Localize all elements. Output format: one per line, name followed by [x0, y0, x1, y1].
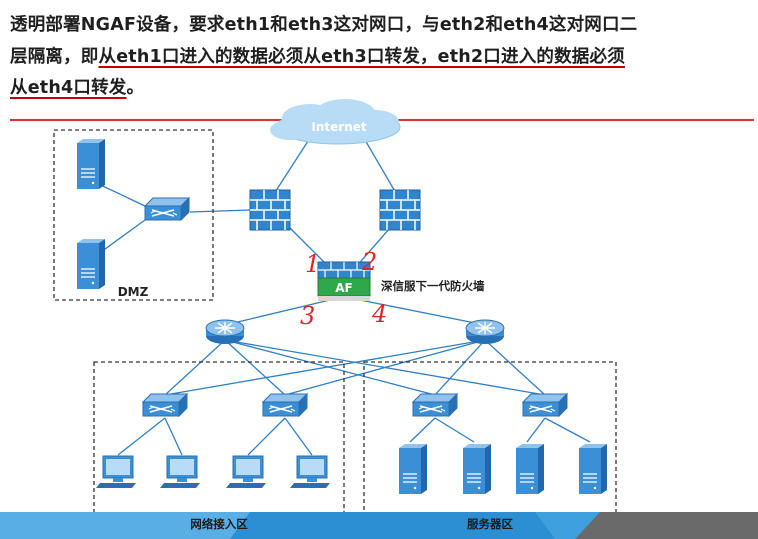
firewall-right-icon: [379, 189, 421, 231]
port-mark-3: 3: [300, 302, 315, 330]
internet-cloud-icon: Internet: [270, 99, 401, 145]
title-line-3-suffix: 。: [126, 78, 145, 98]
port-marks: 1 2 3 4: [300, 248, 387, 330]
af-label: AF: [335, 281, 352, 295]
server-zone-label: 服务器区: [467, 517, 513, 531]
internet-label: Internet: [311, 120, 366, 134]
af-firewall-device: AF: [317, 261, 371, 301]
pc-3-icon: [225, 455, 267, 489]
server-1-icon: [398, 443, 428, 495]
port-mark-1: 1: [305, 250, 320, 278]
server-3-icon: [515, 443, 545, 495]
access-switch-1-icon: [142, 393, 188, 417]
pc-1-icon: [95, 455, 137, 489]
access-switch-2-icon: [262, 393, 308, 417]
slide-title: 透明部署NGAF设备，要求eth1和eth3这对网口，与eth2和eth4这对网…: [10, 10, 755, 105]
dmz-server-bottom-icon: [76, 238, 106, 290]
firewall-left-icon: [249, 189, 291, 231]
core-router-right-icon: [465, 319, 505, 345]
title-line-2-prefix: 层隔离，即: [10, 46, 99, 67]
dmz-switch-icon: [144, 197, 190, 221]
pc-4-icon: [289, 455, 331, 489]
dmz-zone: [53, 129, 214, 301]
title-line-3-underlined: 从eth4口转发: [10, 78, 127, 98]
title-line-1: 透明部署NGAF设备，要求eth1和eth3这对网口，与eth2和eth4这对网…: [10, 15, 638, 35]
title-line-2-underlined: 从eth1口进入的数据必须从eth3口转发，eth2口进入的数据必须: [98, 46, 625, 67]
port-mark-2: 2: [361, 248, 377, 276]
access-zone-label: 网络接入区: [190, 517, 248, 531]
core-router-left-icon: [205, 319, 245, 345]
firewall-caption: 深信服下一代防火墙: [381, 279, 485, 293]
bottom-band: [0, 512, 758, 539]
server-4-icon: [578, 443, 608, 495]
port-mark-4: 4: [371, 300, 387, 328]
pc-2-icon: [159, 455, 201, 489]
dmz-server-top-icon: [76, 138, 106, 190]
server-2-icon: [462, 443, 492, 495]
server-switch-2-icon: [522, 393, 568, 417]
server-switch-1-icon: [412, 393, 458, 417]
dmz-label: DMZ: [118, 285, 149, 299]
